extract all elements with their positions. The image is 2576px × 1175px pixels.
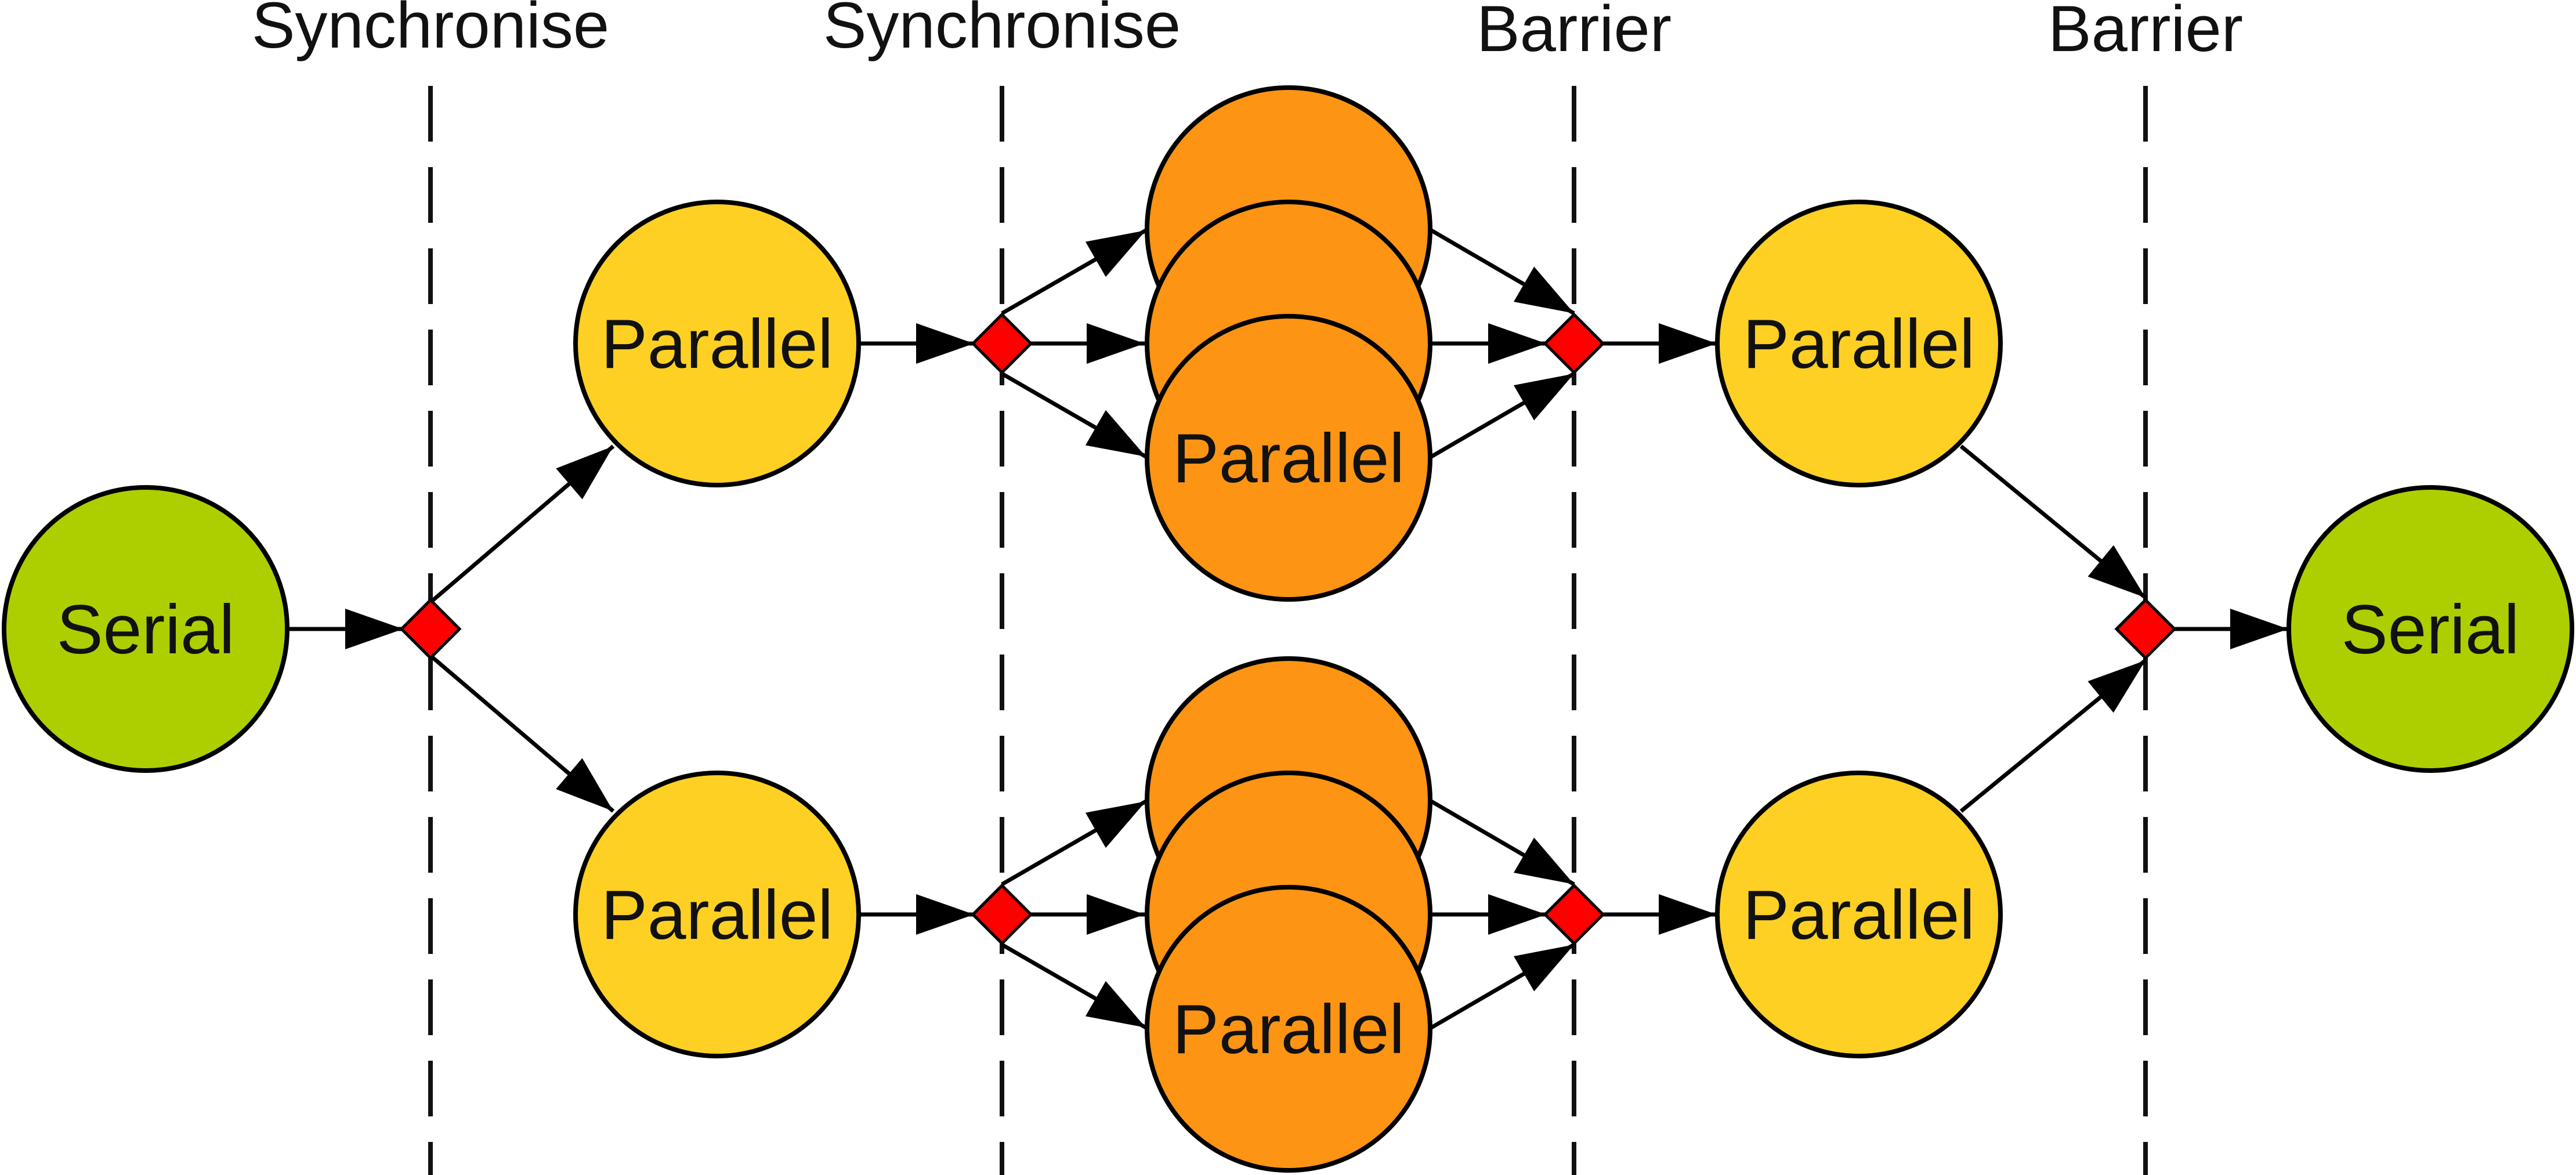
sync-point-synchronise-1 [399,598,462,660]
column-label-synchronise-1: Synchronise [252,0,609,62]
sync-point-barrier-1-bottom [1543,883,1605,946]
sync-point-synchronise-2-bottom [971,883,1033,946]
serial-start-label: Serial [57,591,235,668]
edge-sync2-bottom-down [1001,942,1147,1030]
edges [288,228,2288,1030]
inner-parallel-bottom-label: Parallel [1173,990,1405,1068]
edge-inner-top-up-to-barrier1 [1430,228,1575,316]
edge-sync1-to-parallel-top [429,444,615,604]
parallel-label-bottom-left: Parallel [601,876,833,954]
edge-sync2-top-down [1001,371,1147,459]
edge-sync2-bottom-up [1001,799,1147,887]
sync-point-barrier-2 [2114,598,2177,660]
inner-parallel-top-front [1145,314,1432,602]
edge-inner-bottom-up-to-barrier1 [1430,799,1575,887]
column-label-barrier-1: Barrier [1477,0,1671,65]
edge-sync2-top-up [1001,228,1147,316]
serial-end-node [2286,485,2574,773]
serial-start-node [2,485,290,773]
parallel-node-bottom-right [1715,771,2003,1058]
serial-end-label: Serial [2342,591,2520,668]
parallel-label-bottom-right: Parallel [1743,876,1975,954]
edge-parallel-bottom-to-barrier2 [1959,659,2147,813]
parallel-node-top-left [573,200,861,487]
parallel-label-top-left: Parallel [601,305,833,383]
inner-parallel-top-label: Parallel [1173,420,1405,497]
column-label-synchronise-2: Synchronise [823,0,1181,62]
parallel-node-bottom-left [573,771,861,1058]
edge-inner-top-down-to-barrier1 [1430,371,1575,459]
edge-inner-bottom-down-to-barrier1 [1430,942,1575,1030]
inner-parallel-bottom-front [1145,885,1432,1173]
parallel-label-top-right: Parallel [1743,305,1975,383]
edge-parallel-top-to-barrier2 [1959,444,2147,599]
parallel-node-top-right [1715,200,2003,487]
column-label-barrier-2: Barrier [2048,0,2243,65]
edge-sync1-to-parallel-bottom [429,654,615,813]
sync-point-synchronise-2-top [971,312,1033,375]
sync-point-barrier-1-top [1543,312,1605,375]
